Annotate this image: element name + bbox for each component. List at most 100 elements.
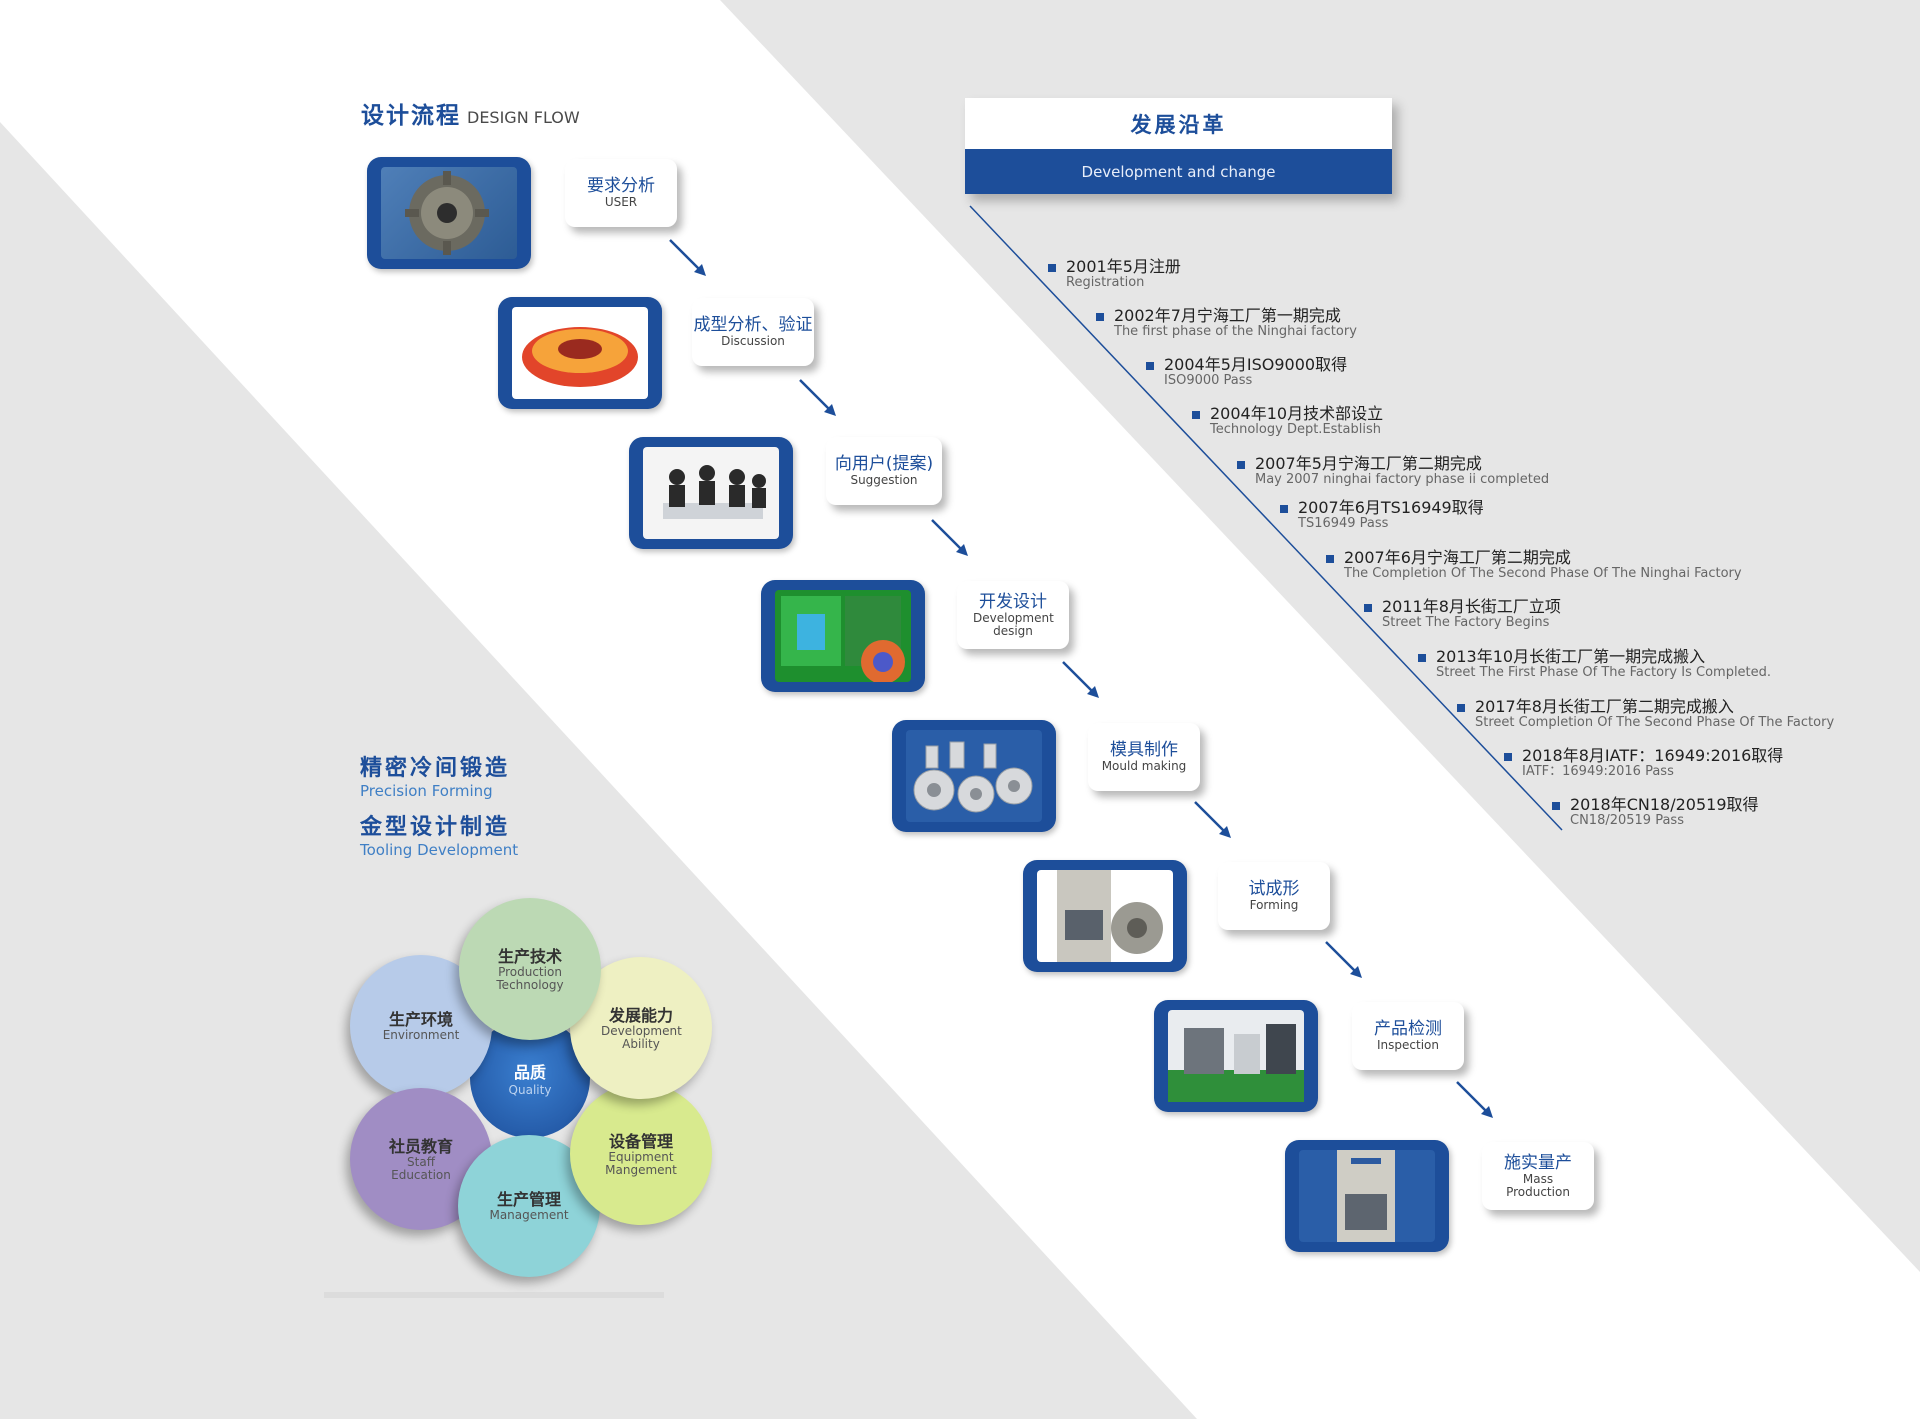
bullet-square-icon (1364, 604, 1372, 612)
petal-cn: 生产环境 (388, 1010, 453, 1029)
step-1-cn: 要求分析 (587, 176, 655, 196)
bullet-square-icon (1457, 704, 1465, 712)
timeline-item-en: The first phase of the Ninghai factory (1114, 324, 1357, 339)
timeline-item-en: May 2007 ninghai factory phase ii comple… (1255, 472, 1550, 487)
section-tooling-development: 金型设计制造 Tooling Development (360, 809, 518, 859)
step-card-6: 试成形 Forming (1218, 862, 1330, 930)
petal-en: Management (489, 1208, 569, 1222)
design-flow-title-cn: 设计流程 (361, 103, 461, 129)
step-card-4: 开发设计 Development design (957, 581, 1069, 649)
timeline-line (969, 205, 1563, 831)
petal-en: Staff Education (391, 1154, 451, 1182)
step-card-7: 产品检测 Inspection (1352, 1002, 1464, 1070)
step-3-cn: 向用户(提案) (834, 454, 934, 474)
step-1-en: USER (604, 195, 638, 209)
arrow-head-icon (694, 264, 706, 276)
bullet-square-icon (1552, 802, 1560, 810)
step-4-cn: 开发设计 (979, 591, 1047, 612)
arrow-head-icon (1481, 1106, 1493, 1118)
flow-arrow-icon (1194, 801, 1228, 835)
history-header: 发展沿革 Development and change (965, 98, 1392, 194)
production-press-icon (1337, 1150, 1395, 1242)
timeline-item-en: Street The First Phase Of The Factory Is… (1436, 665, 1772, 680)
petal-cn: 发展能力 (608, 1005, 673, 1025)
step-photo-inspection (1154, 1000, 1318, 1112)
timeline-item-en: The Completion Of The Second Phase Of Th… (1344, 566, 1742, 581)
press-machine-icon (1057, 870, 1163, 962)
timeline-item-cn: 2007年5月宁海工厂第二期完成 (1255, 454, 1482, 473)
step-photo-cad (761, 580, 925, 692)
mould-parts-icon (913, 741, 1033, 813)
arrow-head-icon (824, 404, 836, 416)
history-title-cn: 发展沿革 (965, 98, 1392, 149)
step-photo-gear (367, 157, 531, 269)
step-2-en: Discussion (721, 334, 785, 348)
flow-arrow-icon (1325, 941, 1359, 975)
bullet-square-icon (1326, 555, 1334, 563)
step-photo-mould (892, 720, 1056, 832)
flow-arrow-icon (1062, 661, 1096, 695)
section-title-en: Precision Forming (360, 782, 493, 800)
timeline-item-en: Technology Dept.Establish (1210, 422, 1381, 437)
timeline-item-en: Registration (1066, 275, 1145, 290)
wheel-center-en: Quality (508, 1083, 552, 1097)
design-flow-title: 设计流程 DESIGN FLOW (361, 96, 580, 130)
section-title-en: Tooling Development (360, 841, 519, 859)
section-precision-forming: 精密冷间锻造 Precision Forming (360, 750, 510, 800)
inspection-lab-icon (1168, 1024, 1304, 1102)
arrow-head-icon (1350, 966, 1362, 978)
step-4-en: Development design (973, 610, 1054, 638)
step-photo-meeting (629, 437, 793, 549)
arrow-head-icon (1219, 826, 1231, 838)
meeting-people-icon (663, 465, 766, 519)
bullet-square-icon (1146, 362, 1154, 370)
bullet-square-icon (1237, 461, 1245, 469)
step-card-2: 成型分析、验证 Discussion (692, 298, 814, 366)
step-photo-press (1023, 860, 1187, 972)
petal-cn: 社员教育 (388, 1136, 453, 1156)
step-5-en: Mould making (1101, 759, 1187, 773)
bullet-square-icon (1418, 654, 1426, 662)
timeline-item-cn: 2013年10月长街工厂第一期完成搬入 (1436, 647, 1706, 666)
timeline-item-en: Street The Factory Begins (1382, 615, 1550, 630)
step-2-cn: 成型分析、验证 (693, 315, 813, 335)
step-card-5: 模具制作 Mould making (1088, 723, 1200, 791)
step-photo-forming (498, 297, 662, 409)
bullet-square-icon (1504, 753, 1512, 761)
step-8-en: Mass Production (1506, 1171, 1570, 1199)
flow-arrow-icon (669, 239, 703, 273)
petal-cn: 生产管理 (496, 1190, 561, 1209)
step-3-en: Suggestion (850, 473, 918, 487)
forming-simulation-icon (522, 327, 638, 387)
petal-en: Environment (382, 1028, 460, 1042)
petal-en: Development Ability (601, 1023, 682, 1051)
petal-en: Equipment Mangement (605, 1149, 677, 1177)
timeline-item-cn: 2002年7月宁海工厂第一期完成 (1114, 306, 1341, 325)
timeline-item-en: Street Completion Of The Second Phase Of… (1475, 715, 1835, 730)
design-flow-title-en: DESIGN FLOW (467, 108, 580, 127)
flow-arrows (669, 239, 1493, 1118)
petal-cn: 生产技术 (497, 946, 562, 966)
arrow-head-icon (1087, 686, 1099, 698)
step-7-cn: 产品检测 (1374, 1019, 1442, 1039)
timeline-item-cn: 2018年CN18/20519取得 (1570, 795, 1759, 814)
step-7-en: Inspection (1377, 1038, 1439, 1052)
section-title-cn: 精密冷间锻造 (360, 756, 511, 781)
timeline-item-en: CN18/20519 Pass (1570, 813, 1684, 828)
step-card-1: 要求分析 USER (565, 159, 677, 227)
step-6-en: Forming (1249, 898, 1299, 912)
bullet-square-icon (1048, 264, 1056, 272)
